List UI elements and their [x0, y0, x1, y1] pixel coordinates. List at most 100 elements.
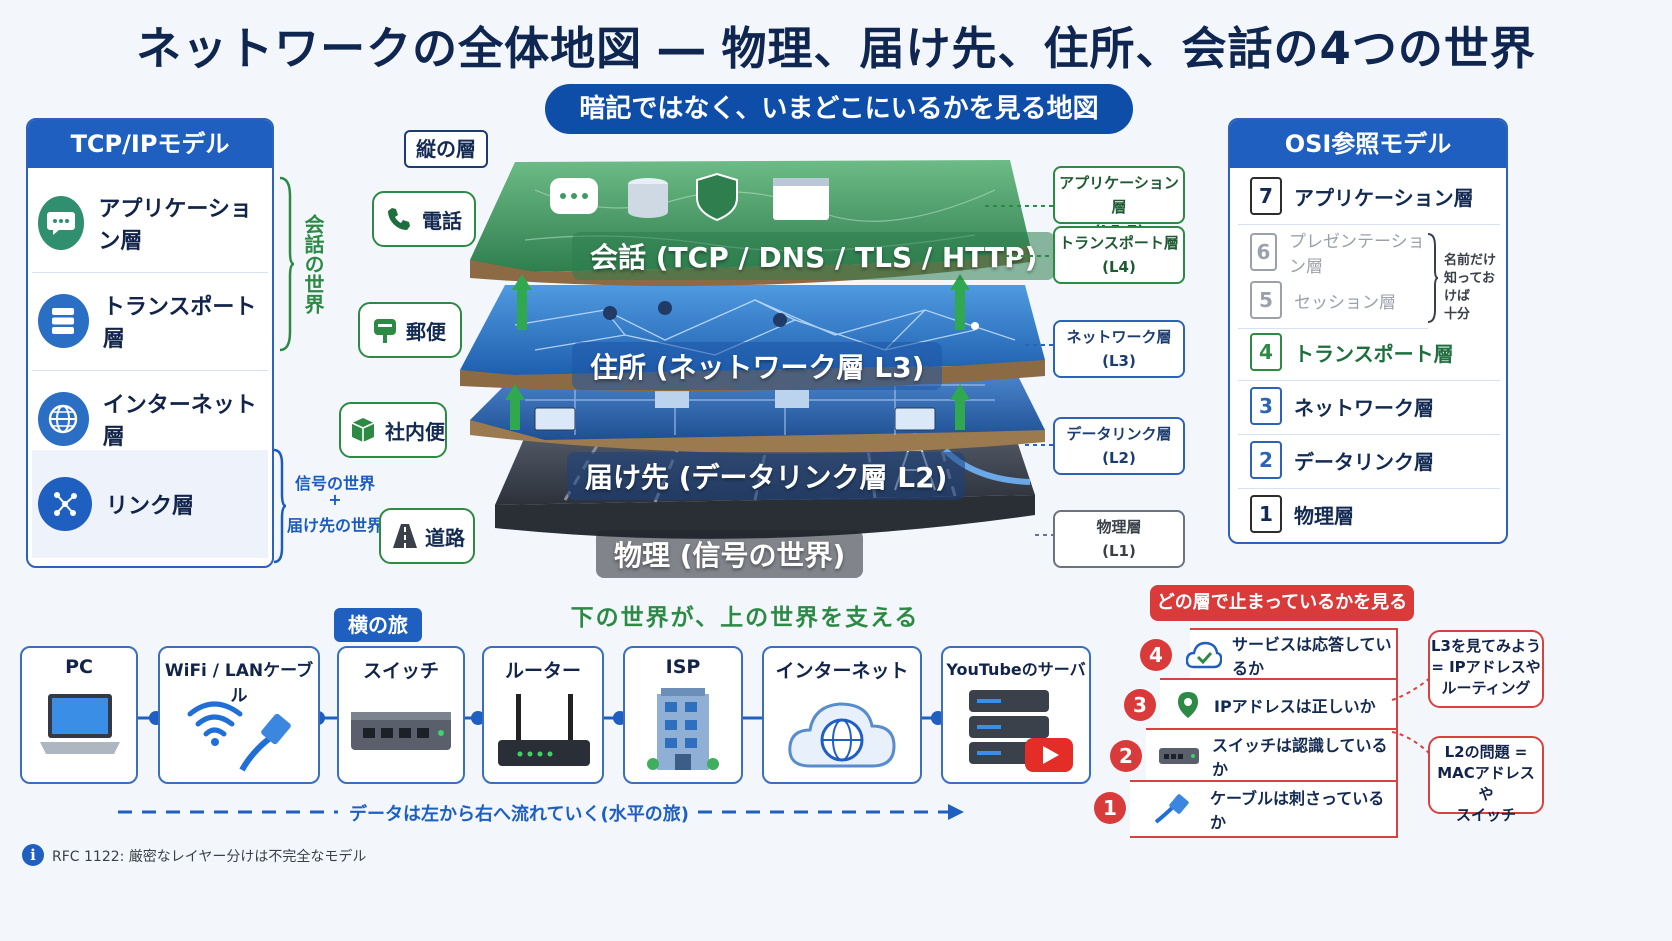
layer-label-physical: 物理 (信号の世界) [596, 530, 864, 578]
brace-bottom [273, 448, 287, 564]
map-tag-line2: (L1) [1102, 542, 1136, 560]
pin-icon [1176, 690, 1200, 720]
bubble-line: ルーティング [1441, 679, 1531, 697]
osi-label: データリンク層 [1294, 449, 1434, 474]
analogy-road[interactable]: 道路 [379, 508, 475, 564]
journey-stop-label: スイッチ [362, 660, 439, 682]
osi-note-line: 知っておけば [1444, 271, 1495, 304]
support-text: 下の世界が、上の世界を支える [570, 605, 920, 631]
checklist-title: どの層で止まっているかを見る [1150, 585, 1414, 621]
journey-stop-isp[interactable]: ISP [623, 646, 743, 784]
map-tag-line2: (L2) [1102, 449, 1136, 467]
osi-row-4[interactable]: 4 トランスポート層 [1238, 324, 1500, 381]
tcpip-item-link[interactable]: リンク層 [32, 450, 268, 558]
osi-num: 7 [1250, 177, 1282, 215]
osi-note: 名前だけ 知っておけば 十分 [1444, 252, 1504, 324]
building-icon [647, 688, 719, 770]
osi-num: 3 [1250, 387, 1282, 425]
osi-panel: OSI参照モデル 7 アプリケーション層 6 プレゼンテーション層 5 セッショ… [1228, 118, 1508, 544]
osi-row-6[interactable]: 6 プレゼンテーション層 [1238, 224, 1428, 280]
journey-stop-label: ISP [665, 656, 701, 678]
checklist-row-2[interactable]: スイッチは認識しているか [1146, 728, 1398, 782]
tcpip-item-application[interactable]: アプリケーション層 [32, 174, 268, 273]
map-tag-line1: トランスポート層 [1059, 234, 1179, 252]
osi-row-1[interactable]: 1 物理層 [1238, 486, 1500, 542]
map-tag-line1: 物理層 [1096, 518, 1142, 536]
info-icon: i [22, 844, 44, 866]
mapping-connectors [985, 205, 1055, 536]
osi-row-2[interactable]: 2 データリンク層 [1238, 432, 1500, 489]
laptop-icon [40, 694, 120, 754]
journey-stop-switch[interactable]: スイッチ [337, 646, 465, 784]
journey-stop-pc[interactable]: PC [20, 646, 138, 784]
bubble-line: = IPアドレスや [1431, 658, 1541, 676]
tcpip-item-transport[interactable]: トランスポート層 [32, 272, 268, 371]
road-icon [391, 522, 419, 550]
journey-stop-label: WiFi / LANケーブル [164, 661, 314, 706]
chat-icon [38, 196, 85, 250]
checklist-label: サービスは応答しているか [1232, 635, 1392, 678]
osi-row-3[interactable]: 3 ネットワーク層 [1238, 378, 1500, 435]
analogy-label: 郵便 [406, 319, 446, 344]
analogy-mail[interactable]: 郵便 [358, 302, 462, 358]
analogy-phone[interactable]: 電話 [372, 191, 476, 247]
map-tag-line2: (L3) [1102, 352, 1136, 370]
osi-label: プレゼンテーション層 [1288, 232, 1425, 277]
journey-stop-wifi[interactable]: WiFi / LANケーブル [158, 646, 320, 784]
osi-num: 6 [1250, 233, 1277, 271]
router-icon [498, 694, 590, 766]
osi-title: OSI参照モデル [1230, 120, 1506, 168]
analogy-label: 電話 [422, 208, 462, 233]
journey-stop-internet[interactable]: インターネット [762, 646, 922, 784]
tcpip-item-label: インターネット層 [102, 393, 257, 450]
switch-icon [351, 712, 451, 750]
server-rack-icon [969, 690, 1073, 772]
footnote: RFC 1122: 厳密なレイヤー分けは不完全なモデル [52, 849, 367, 865]
osi-row-7[interactable]: 7 アプリケーション層 [1238, 168, 1500, 225]
checklist-row-1[interactable]: ケーブルは刺さっているか [1130, 780, 1398, 838]
map-tag-datalink: データリンク層 (L2) [1053, 417, 1185, 475]
checklist-num-1: 1 [1094, 792, 1126, 824]
brace-bottom-label-1: 信号の世界 [294, 474, 375, 493]
map-tag-physical: 物理層 (L1) [1053, 510, 1185, 568]
tcpip-panel: TCP/IPモデル アプリケーション層 トランスポート層 インターネット層 リン… [26, 118, 274, 568]
analogy-internal-mail[interactable]: 社内便 [339, 402, 447, 458]
bubble-line: L2の問題 = [1444, 743, 1528, 761]
analogy-label: 道路 [425, 525, 465, 550]
map-tag-line1: アプリケーション層 [1059, 174, 1179, 216]
osi-row-5[interactable]: 5 セッション層 [1238, 272, 1428, 329]
osi-note-line: 十分 [1444, 307, 1471, 322]
journey-title: 横の旅 [334, 608, 422, 642]
osi-label: ネットワーク層 [1294, 395, 1434, 420]
map-tag-line1: データリンク層 [1066, 425, 1172, 443]
checklist-row-4[interactable]: サービスは応答しているか [1186, 628, 1398, 680]
cable-icon [1152, 792, 1192, 826]
osi-muted-brace [1427, 233, 1439, 323]
mailbox-icon [372, 316, 398, 344]
flow-arrow [118, 804, 964, 820]
journey-stop-youtube[interactable]: YouTubeのサーバー [941, 646, 1091, 784]
osi-num: 2 [1250, 441, 1282, 479]
support-arrows [505, 274, 970, 430]
analogy-label: 社内便 [385, 419, 445, 444]
osi-label: 物理層 [1294, 503, 1354, 528]
subtitle-banner: 暗記ではなく、いまどこにいるかを見る地図 [545, 84, 1133, 134]
osi-label: セッション層 [1294, 292, 1396, 313]
map-tag-application: アプリケーション層 (L5-7) [1053, 166, 1185, 240]
map-tag-transport: トランスポート層 (L4) [1053, 226, 1185, 284]
checklist-num-4: 4 [1140, 639, 1172, 671]
checklist-row-3[interactable]: IPアドレスは正しいか [1160, 678, 1398, 730]
map-tag-line1: ネットワーク層 [1066, 328, 1172, 346]
journey-stop-label: PC [65, 656, 93, 678]
switch-icon [1158, 745, 1200, 767]
tcpip-item-internet[interactable]: インターネット層 [32, 370, 268, 469]
tcpip-title: TCP/IPモデル [28, 120, 272, 168]
brace-top [279, 176, 294, 352]
osi-label: アプリケーション層 [1294, 185, 1474, 210]
bubble-line: MACアドレスや [1437, 764, 1535, 803]
map-tag-line2: (L4) [1102, 258, 1136, 276]
journey-stop-router[interactable]: ルーター [482, 646, 604, 784]
bubble-line: L3を見てみよう [1431, 637, 1541, 655]
bubble-l3: L3を見てみよう = IPアドレスや ルーティング [1428, 630, 1544, 708]
map-tag-network: ネットワーク層 (L3) [1053, 320, 1185, 378]
